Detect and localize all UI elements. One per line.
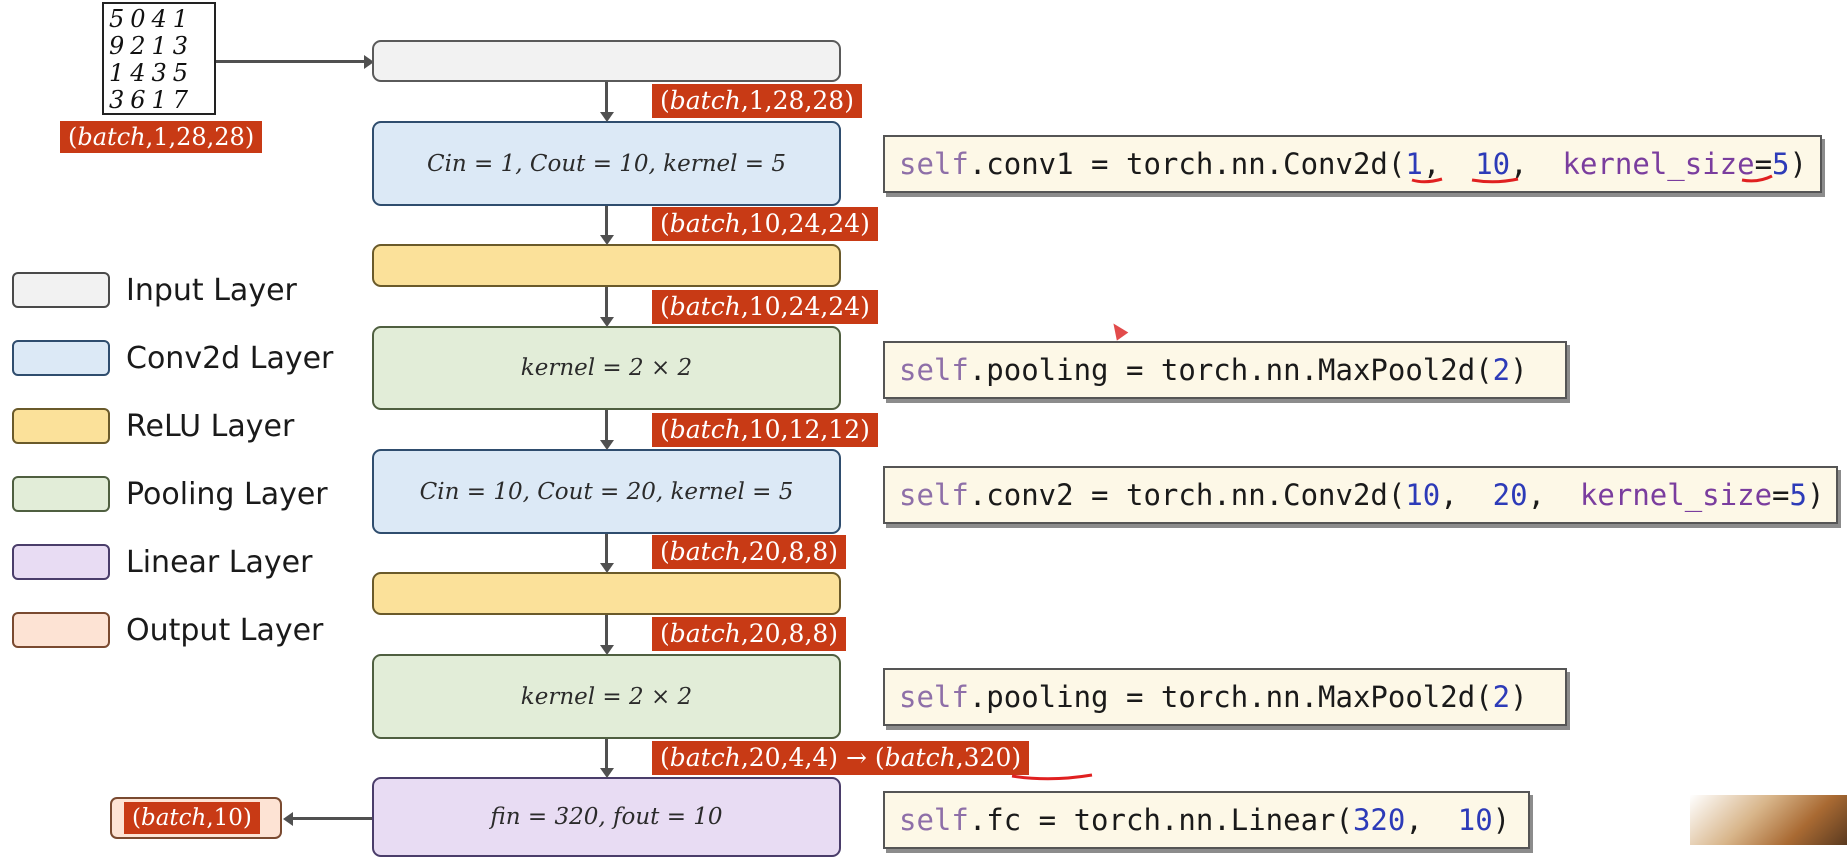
shape-badge-after-pool1: (batch,10,12,12) (652, 413, 878, 447)
legend-label-conv2d: Conv2d Layer (126, 340, 334, 376)
arrow-head-relu1-pool1 (600, 317, 614, 327)
arrow-head-conv2-relu2 (600, 563, 614, 573)
pool1-layer-params: kernel = 2 × 2 (520, 355, 693, 381)
arrow-head-relu2-pool2 (600, 645, 614, 655)
pool2-layer-box: kernel = 2 × 2 (372, 654, 841, 739)
digit-row-3: 1435 (109, 59, 195, 87)
legend-swatch-output (12, 612, 110, 648)
arrow-conv2-relu2 (605, 534, 608, 565)
pool2-layer-params: kernel = 2 × 2 (520, 683, 693, 710)
code-pool2: self.pooling = torch.nn.MaxPool2d(2) (883, 668, 1567, 726)
legend-item-linear: Linear Layer (12, 542, 312, 582)
input-arrow-head (364, 55, 374, 69)
output-shape-badge: (batch,10) (124, 802, 260, 834)
input-arrow-line (216, 60, 366, 63)
shape-badge-after-conv2: (batch,20,8,8) (652, 535, 847, 569)
code-pool1: self.pooling = torch.nn.MaxPool2d(2) (883, 341, 1567, 399)
annotation-underlines-conv1 (1411, 174, 1773, 184)
legend-item-relu: ReLU Layer (12, 406, 294, 446)
legend-label-linear: Linear Layer (126, 544, 313, 580)
legend-swatch-linear (12, 544, 110, 580)
mnist-digits-thumbnail: 5041 9213 1435 3617 (102, 2, 216, 115)
code-conv1: self.conv1 = torch.nn.Conv2d(1, 10, kern… (883, 135, 1822, 193)
arrow-head-pool1-conv2 (600, 440, 614, 450)
shape-badge-after-input: (batch,1,28,28) (652, 84, 862, 118)
legend-item-output: Output Layer (12, 610, 323, 650)
legend-item-conv2d: Conv2d Layer (12, 338, 333, 378)
conv1-layer-params: Cin = 1, Cout = 10, kernel = 5 (426, 150, 787, 177)
legend-label-output: Output Layer (126, 612, 324, 648)
pool1-layer-box: kernel = 2 × 2 (372, 326, 841, 410)
shape-badge-after-relu1: (batch,10,24,24) (652, 290, 878, 324)
linear-layer-params: fin = 320, fout = 10 (490, 804, 723, 830)
relu1-layer-box (372, 244, 841, 287)
code-conv2: self.conv2 = torch.nn.Conv2d(10, 20, ker… (883, 466, 1838, 524)
conv2-layer-box: Cin = 10, Cout = 20, kernel = 5 (372, 449, 841, 534)
input-shape-badge: (batch,1,28,28) (60, 121, 263, 153)
webcam-thumbnail (1690, 795, 1847, 845)
annotation-underline-320 (1011, 773, 1093, 781)
arrow-input-conv1 (605, 82, 608, 114)
arrow-head-input-conv1 (600, 112, 614, 122)
digit-row-4: 3617 (109, 86, 195, 114)
legend-label-input: Input Layer (126, 272, 297, 308)
legend-item-pooling: Pooling Layer (12, 474, 328, 514)
legend-swatch-pooling (12, 476, 110, 512)
input-layer-box (372, 40, 841, 82)
arrow-pool2-linear (605, 739, 608, 770)
linear-layer-box: fin = 320, fout = 10 (372, 777, 841, 857)
output-arrow-head (283, 812, 293, 826)
digit-row-2: 9213 (109, 32, 195, 60)
shape-badge-after-relu2: (batch,20,8,8) (652, 617, 847, 651)
arrow-relu1-pool1 (605, 287, 608, 319)
shape-badge-after-pool2: (batch,20,4,4) → (batch,320) (652, 741, 1030, 775)
legend-swatch-input (12, 272, 110, 308)
digit-row-1: 5041 (109, 5, 195, 33)
legend-swatch-conv2d (12, 340, 110, 376)
shape-badge-after-conv1: (batch,10,24,24) (652, 207, 878, 241)
mouse-cursor-icon (1107, 319, 1129, 341)
legend-label-pooling: Pooling Layer (126, 476, 328, 512)
legend-swatch-relu (12, 408, 110, 444)
output-arrow-line (292, 817, 372, 820)
code-fc: self.fc = torch.nn.Linear(320, 10) (883, 791, 1530, 849)
legend-item-input: Input Layer (12, 270, 297, 310)
relu2-layer-box (372, 572, 841, 615)
arrow-head-pool2-linear (600, 768, 614, 778)
arrow-head-conv1-relu1 (600, 235, 614, 245)
legend-label-relu: ReLU Layer (126, 408, 295, 444)
arrow-pool1-conv2 (605, 410, 608, 442)
conv1-layer-box: Cin = 1, Cout = 10, kernel = 5 (372, 121, 841, 206)
conv2-layer-params: Cin = 10, Cout = 20, kernel = 5 (419, 478, 794, 505)
arrow-relu2-pool2 (605, 615, 608, 647)
arrow-conv1-relu1 (605, 206, 608, 237)
